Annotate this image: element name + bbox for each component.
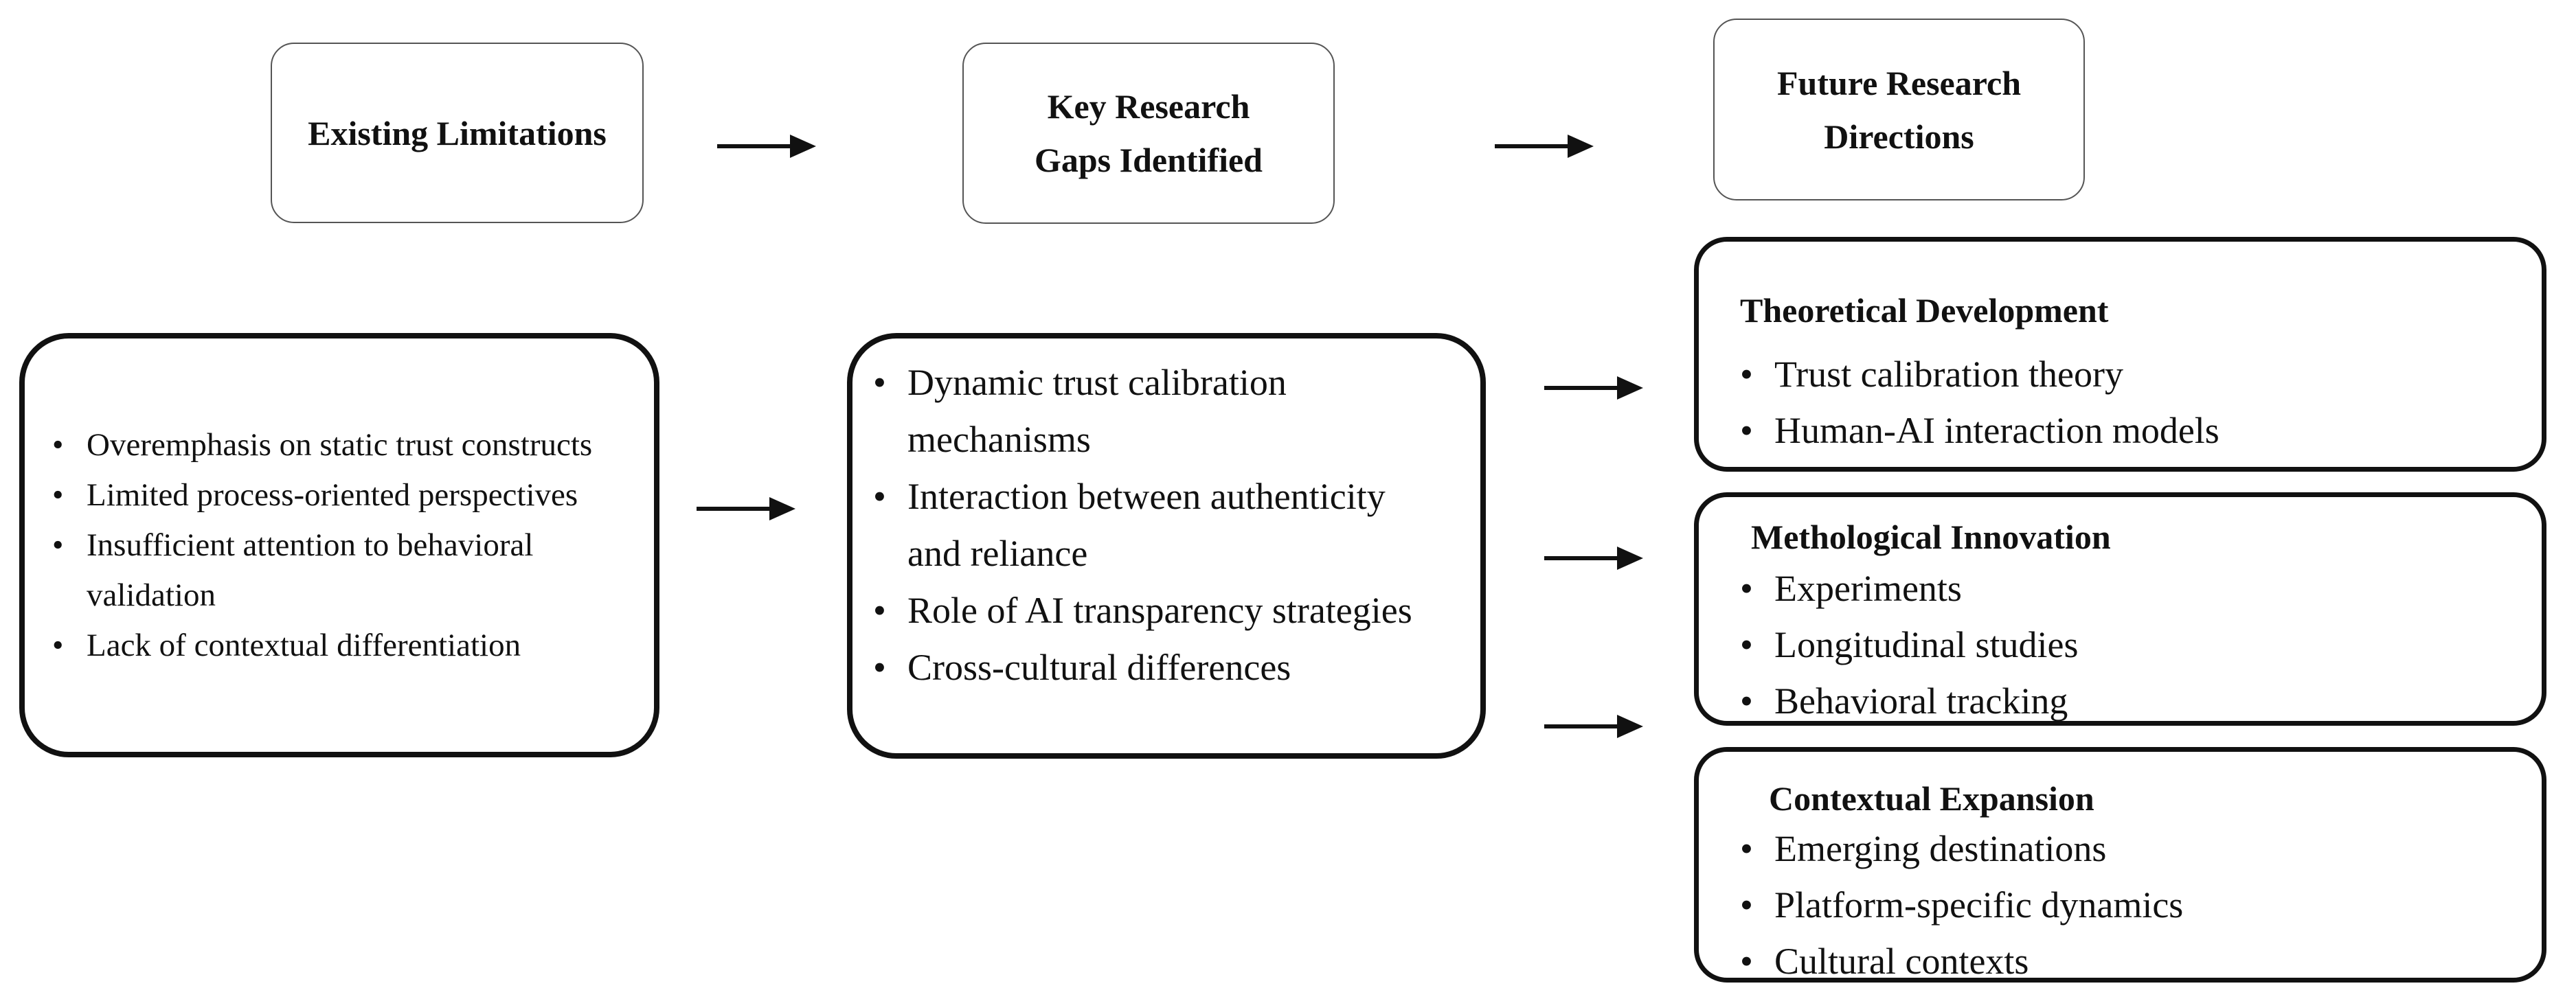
header-key-research-gaps-line-1: Key Research <box>1047 87 1250 126</box>
research-gap-item: Interaction between authenticity and rel… <box>873 468 1464 582</box>
header-key-research-gaps: Key Research Gaps Identified <box>962 43 1335 224</box>
arrow-right-icon <box>1495 135 1594 158</box>
arrow-right-icon <box>717 135 816 158</box>
direction-methological-innovation: Methological Innovation Experiments Long… <box>1694 492 2546 729</box>
research-gap-item: Role of AI transparency strategies <box>873 582 1464 639</box>
research-gap-item: Cross-cultural differences <box>873 639 1464 696</box>
limitation-item: Insufficient attention to behavioral val… <box>52 520 644 621</box>
direction-item: Cultural contexts <box>1740 933 2521 989</box>
direction-list: Emerging destinations Platform-specific … <box>1740 820 2521 989</box>
research-gaps-list: Dynamic trust calibration mechanisms Int… <box>873 354 1464 696</box>
limitation-item: Limited process-oriented perspectives <box>52 470 644 520</box>
direction-contextual-expansion: Contextual Expansion Emerging destinatio… <box>1694 747 2546 989</box>
direction-theoretical-development: Theoretical Development Trust calibratio… <box>1694 237 2546 472</box>
direction-title: Methological Innovation <box>1751 518 2111 556</box>
arrow-right-icon <box>1544 376 1643 400</box>
limitations-box: Overemphasis on static trust constructs … <box>19 333 659 757</box>
header-existing-limitations: Existing Limitations <box>271 43 644 223</box>
direction-item: Human-AI interaction models <box>1740 402 2521 459</box>
header-future-research-directions: Future Research Directions <box>1713 19 2085 200</box>
limitations-list: Overemphasis on static trust constructs … <box>52 420 644 671</box>
direction-item: Behavioral tracking <box>1740 673 2521 729</box>
direction-title: Contextual Expansion <box>1769 779 2094 818</box>
header-future-research-directions-line-2: Directions <box>1824 117 1974 156</box>
research-gap-item: Dynamic trust calibration mechanisms <box>873 354 1464 468</box>
direction-item: Trust calibration theory <box>1740 346 2521 402</box>
arrow-right-icon <box>697 497 795 520</box>
header-existing-limitations-line-1: Existing Limitations <box>308 113 607 152</box>
direction-list: Trust calibration theory Human-AI intera… <box>1740 346 2521 459</box>
direction-item: Experiments <box>1740 560 2521 617</box>
header-future-research-directions-line-1: Future Research <box>1776 63 2022 102</box>
research-gaps-box: Dynamic trust calibration mechanisms Int… <box>847 333 1486 759</box>
limitation-item: Lack of contextual differentiation <box>52 621 644 671</box>
direction-list: Experiments Longitudinal studies Behavio… <box>1740 560 2521 729</box>
arrow-right-icon <box>1544 547 1643 570</box>
header-key-research-gaps-line-2: Gaps Identified <box>1034 141 1263 179</box>
direction-title: Theoretical Development <box>1740 291 2109 330</box>
direction-item: Longitudinal studies <box>1740 617 2521 673</box>
direction-item: Platform-specific dynamics <box>1740 877 2521 933</box>
arrow-right-icon <box>1544 715 1643 738</box>
direction-item: Emerging destinations <box>1740 820 2521 877</box>
limitation-item: Overemphasis on static trust constructs <box>52 420 644 470</box>
